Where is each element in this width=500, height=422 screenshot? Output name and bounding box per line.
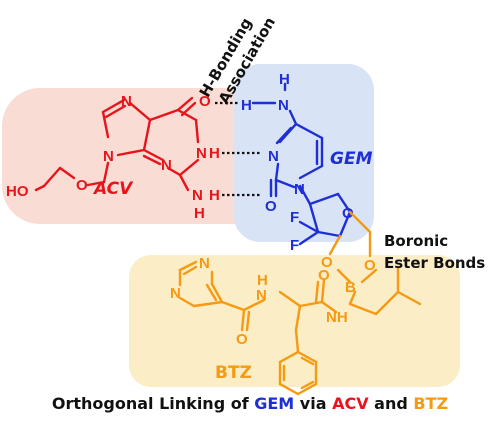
svg-text:O: O [321,254,333,271]
svg-text:O: O [265,198,277,215]
svg-text:H: H [194,205,205,222]
svg-text:O: O [236,331,248,348]
svg-text:Ester Bonds: Ester Bonds [384,254,485,272]
svg-text:N: N [196,145,207,162]
gem-molecule [251,82,352,246]
svg-text:H: H [257,272,268,289]
svg-text:B: B [345,279,356,296]
btz-region [129,255,460,387]
caption-and: and [368,394,414,413]
caption-acv: ACV [332,394,369,413]
svg-text:N: N [192,187,203,204]
caption-via: via [294,394,333,413]
svg-text:O: O [342,205,354,222]
caption-gem: GEM [254,394,295,413]
gem-atoms: H H N N N O O F F [241,71,354,254]
caption-btz: BTZ [413,394,449,413]
svg-text:N: N [103,148,114,165]
svg-text:HO: HO [6,183,29,200]
svg-text:N: N [278,97,289,114]
svg-text:F: F [290,237,299,254]
svg-text:O: O [318,267,330,284]
btz-label: BTZ [215,363,252,383]
btz-molecule [178,210,422,396]
btz-atoms: O B O NH O N H O N N [170,254,376,348]
gem-label: GEM [330,149,373,169]
acv-molecule [34,96,200,192]
svg-text:N: N [268,148,279,165]
svg-text:N: N [199,255,210,272]
svg-text:N: N [170,285,181,302]
svg-text:N: N [256,287,267,304]
svg-text:Boronic: Boronic [384,232,448,250]
caption: Orthogonal Linking of GEM via ACV and BT… [0,394,500,413]
svg-text:N: N [294,181,305,198]
svg-text:H: H [209,187,220,204]
svg-text:N: N [161,157,172,174]
svg-text:O: O [364,257,376,274]
svg-text:N: N [121,93,132,110]
acv-label: ACV [92,179,134,199]
svg-text:NH: NH [326,309,348,326]
svg-text:H: H [279,71,290,88]
caption-prefix: Orthogonal Linking of [51,394,255,413]
svg-text:O: O [76,177,88,194]
hbond-dashes [215,101,262,197]
svg-text:F: F [290,209,299,226]
svg-text:H: H [241,97,252,114]
svg-text:H: H [209,145,220,162]
boronic-ester-label: Boronic Ester Bonds [384,232,485,272]
acv-region [2,88,272,224]
svg-text:O: O [199,93,211,110]
acv-atoms: N O N N N H N H H O HO [6,93,220,222]
